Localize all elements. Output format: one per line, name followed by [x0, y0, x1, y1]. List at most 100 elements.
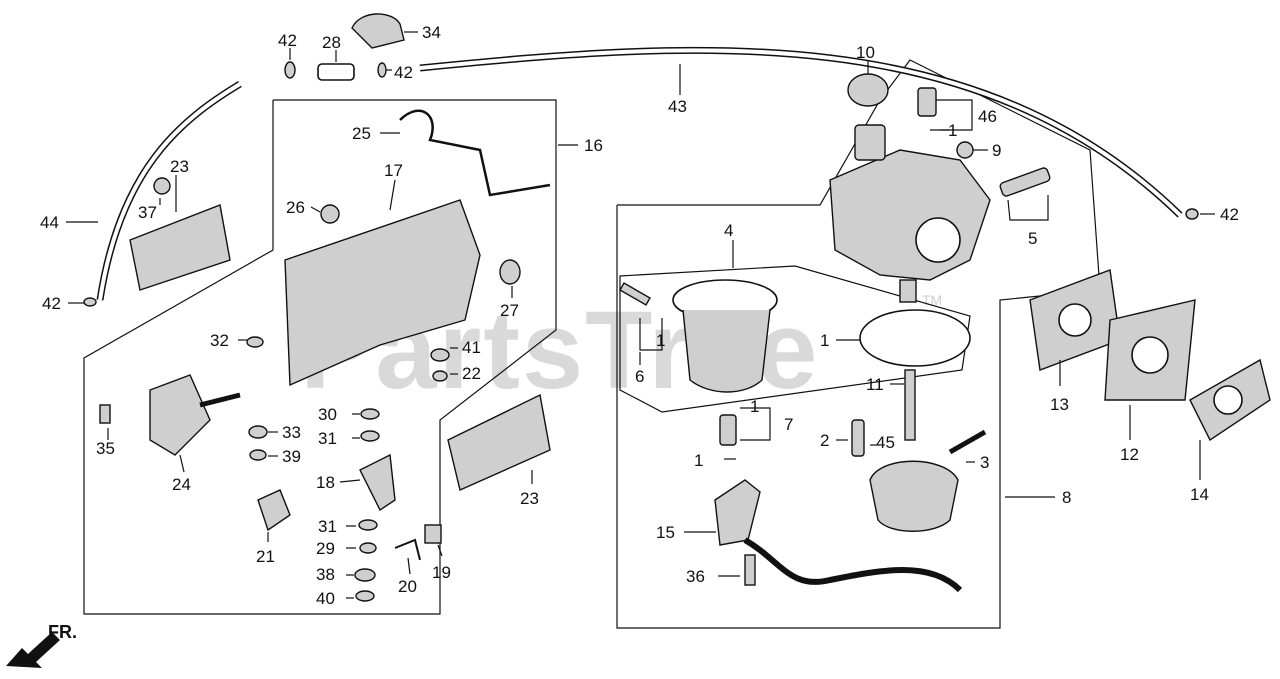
callout-35: 35 [96, 439, 115, 458]
wire-25 [399, 109, 551, 197]
callout-13: 13 [1050, 395, 1069, 414]
callout-5: 5 [1028, 229, 1037, 248]
callout-22: 22 [462, 364, 481, 383]
callout-16: 16 [584, 136, 603, 155]
pin-3 [948, 429, 987, 455]
front-arrow-icon [6, 632, 60, 668]
callout-41: 41 [462, 338, 481, 357]
callout-24: 24 [172, 475, 191, 494]
callout-4: 4 [724, 221, 733, 240]
drain-screw-6 [619, 282, 651, 306]
washer-31 [360, 430, 380, 442]
callout-23: 23 [170, 157, 189, 176]
callout-8: 8 [1062, 488, 1071, 507]
callout-3: 3 [980, 453, 989, 472]
callout-2: 2 [820, 431, 829, 450]
nut-37 [153, 177, 171, 195]
callout-42: 42 [1220, 205, 1239, 224]
clip-27 [499, 259, 521, 285]
callout-1: 1 [656, 331, 665, 350]
callout-39: 39 [282, 447, 301, 466]
callout-27: 27 [500, 301, 519, 320]
callout-10: 10 [856, 43, 875, 62]
washer-31b [358, 519, 378, 531]
callout-7: 7 [784, 415, 793, 434]
gasket-23b [447, 393, 551, 491]
callout-45: 45 [876, 433, 895, 452]
group-box-left [83, 99, 557, 615]
clip-42 [284, 61, 296, 79]
nut-38 [354, 568, 376, 582]
group-box-float [619, 265, 971, 413]
clip-42c [1185, 208, 1199, 220]
carburetor-body [829, 149, 991, 281]
group-box-right [616, 59, 1101, 629]
carburetor-bore [915, 217, 961, 263]
heat-shield-17 [284, 199, 481, 387]
nozzle-11 [904, 369, 916, 441]
washer-40 [355, 590, 375, 602]
callout-44: 44 [40, 213, 59, 232]
callout-34: 34 [422, 23, 441, 42]
callout-28: 28 [322, 33, 341, 52]
screw-46 [917, 87, 937, 117]
callout-33: 33 [282, 423, 301, 442]
carb-nozzle [899, 279, 917, 303]
callout-42: 42 [278, 31, 297, 50]
gasket-23 [129, 204, 231, 291]
callout-31: 31 [318, 429, 337, 448]
solenoid-wire [743, 537, 963, 593]
callout-31: 31 [318, 517, 337, 536]
leader-lines [66, 31, 1215, 599]
callout-1: 1 [820, 331, 829, 350]
callout-1: 1 [694, 451, 703, 470]
callout-46: 46 [978, 107, 997, 126]
bolt-36 [744, 554, 756, 586]
screw-19 [424, 524, 442, 544]
bracket-18 [359, 453, 396, 512]
callout-6: 6 [635, 367, 644, 386]
screw-5 [999, 167, 1051, 197]
fuel-pump-24 [149, 374, 211, 456]
callout-14: 14 [1190, 485, 1209, 504]
spring-20 [394, 538, 421, 561]
callout-18: 18 [316, 473, 335, 492]
callout-43: 43 [668, 97, 687, 116]
callout-20: 20 [398, 577, 417, 596]
nut-33 [248, 425, 268, 439]
callout-37: 37 [138, 203, 157, 222]
callout-15: 15 [656, 523, 675, 542]
fuel-hose-43 [419, 46, 1183, 218]
callout-25: 25 [352, 124, 371, 143]
float [869, 460, 959, 532]
callout-38: 38 [316, 565, 335, 584]
solenoid-15 [714, 479, 761, 546]
callout-40: 40 [316, 589, 335, 608]
callout-21: 21 [256, 547, 275, 566]
washer-29 [359, 542, 377, 554]
screw-9 [956, 141, 974, 159]
washer-39 [249, 449, 267, 461]
cap-10 [847, 73, 889, 107]
holder-34 [351, 13, 405, 49]
o-ring-1 [859, 309, 971, 367]
callout-17: 17 [384, 161, 403, 180]
float-bowl-4 [682, 309, 771, 393]
callout-36: 36 [686, 567, 705, 586]
callout-19: 19 [432, 563, 451, 582]
callout-1: 1 [750, 397, 759, 416]
callout-23: 23 [520, 489, 539, 508]
callout-11: 11 [866, 375, 884, 394]
grommet-26 [320, 204, 340, 224]
callout-9: 9 [992, 141, 1001, 160]
clip-41 [430, 348, 450, 362]
callout-1: 1 [948, 121, 957, 140]
needle-2 [851, 419, 865, 457]
spring-22 [432, 370, 448, 382]
clamp-21 [257, 489, 291, 532]
callout-30: 30 [318, 405, 337, 424]
fitting-28 [317, 63, 355, 81]
direction-label: FR. [48, 622, 77, 642]
